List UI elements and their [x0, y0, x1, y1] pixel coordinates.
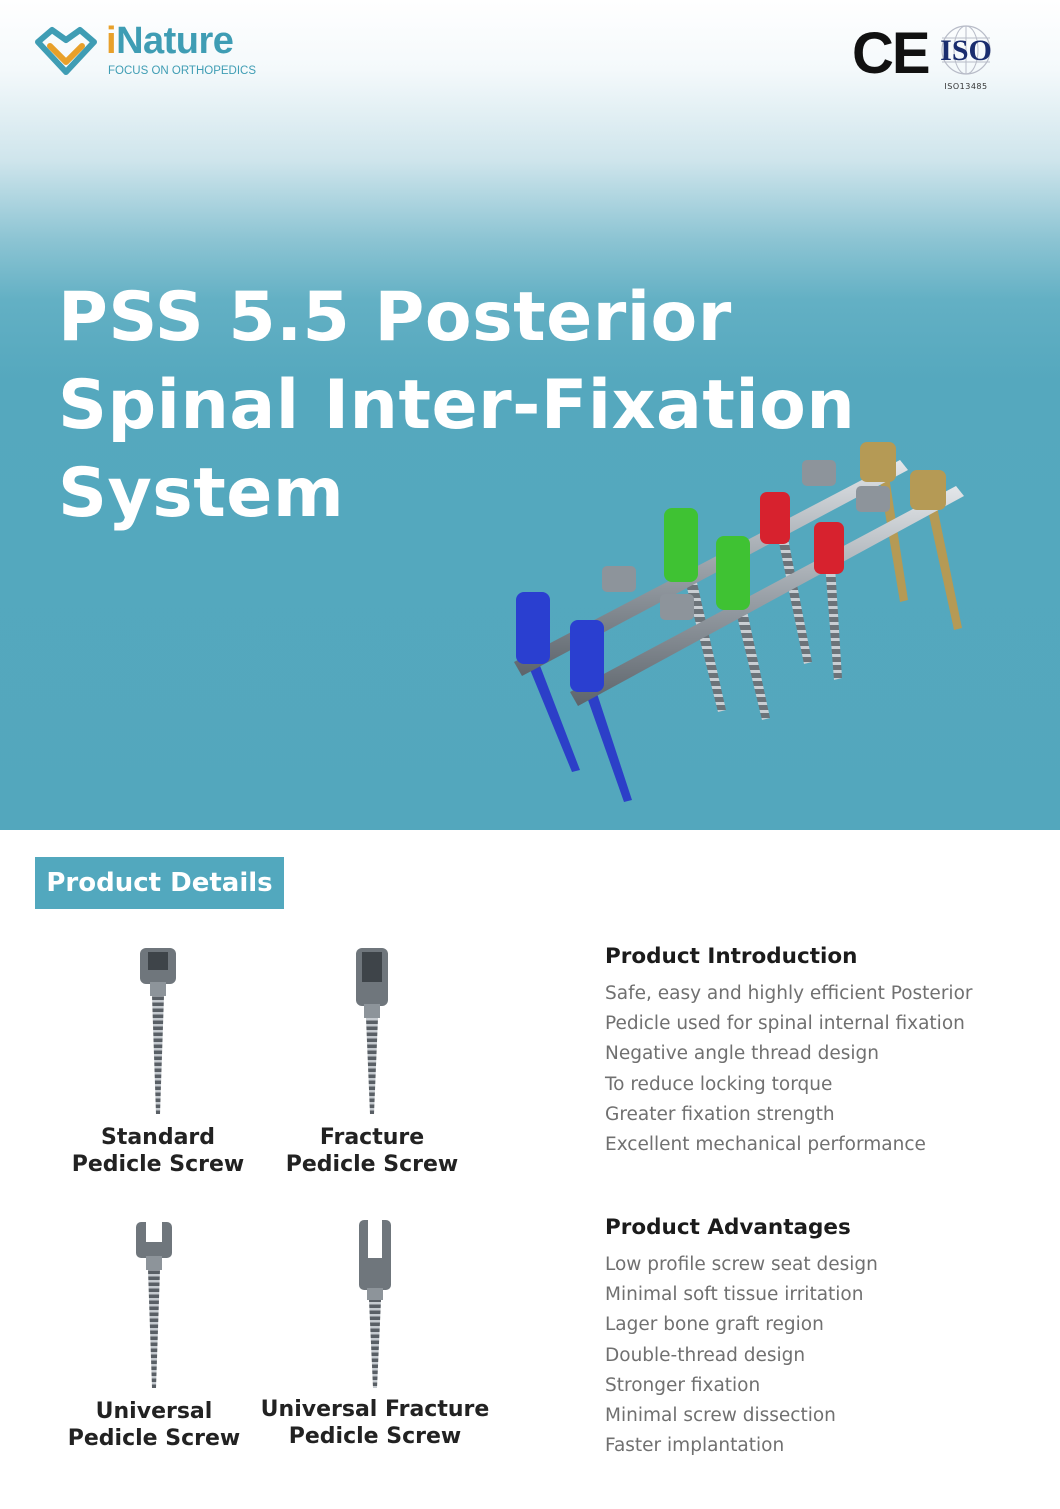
list-item: Minimal soft tissue irritation	[605, 1284, 864, 1306]
green-screw-heads	[664, 508, 750, 610]
product-advantages-heading: Product Advantages	[605, 1215, 851, 1240]
pedicle-screw-image	[140, 948, 176, 1114]
page-title: PSS 5.5 Posterior Spinal Inter-Fixation …	[58, 274, 878, 538]
blue-screw-heads	[516, 592, 604, 692]
list-item: Greater fixation strength	[605, 1103, 835, 1125]
title-line: PSS 5.5 Posterior	[58, 278, 732, 357]
inature-logo-icon	[35, 27, 97, 75]
product-name-line: Universal	[95, 1399, 213, 1424]
product-name-line: Pedicle Screw	[288, 1424, 462, 1449]
list-item: Lager bone graft region	[605, 1314, 824, 1336]
list-item: Minimal screw dissection	[605, 1405, 836, 1427]
list-item: Stronger fixation	[605, 1374, 761, 1396]
product-advantages-list: Low profile screw seat design Minimal so…	[605, 1250, 878, 1461]
list-item: Faster implantation	[605, 1435, 785, 1457]
pedicle-screw-image	[359, 1218, 391, 1388]
iso-mark: ISO	[940, 34, 992, 67]
list-item: Pedicle used for spinal internal fixatio…	[605, 1013, 965, 1035]
product-name-line: Pedicle Screw	[71, 1152, 245, 1177]
product-standard-pedicle-screw[interactable]: Standard Pedicle Screw	[38, 946, 278, 1178]
red-screw-heads	[760, 492, 844, 574]
list-item: Negative angle thread design	[605, 1043, 880, 1065]
iso-standard-number: ISO13485	[944, 82, 988, 91]
brand-name-prefix: i	[106, 20, 117, 62]
list-item: Excellent mechanical performance	[605, 1134, 926, 1156]
product-universal-fracture-pedicle-screw[interactable]: Universal Fracture Pedicle Screw	[255, 1218, 495, 1450]
product-fracture-pedicle-screw[interactable]: Fracture Pedicle Screw	[252, 946, 492, 1178]
brand-name: iNature	[106, 20, 234, 63]
brand-name-rest: Nature	[116, 20, 234, 62]
product-introduction-list: Safe, easy and highly efficient Posterio…	[605, 979, 973, 1160]
product-name: Universal Fracture Pedicle Screw	[255, 1396, 495, 1450]
product-name-line: Pedicle Screw	[285, 1152, 459, 1177]
product-name: Fracture Pedicle Screw	[252, 1124, 492, 1178]
product-name: Universal Pedicle Screw	[34, 1398, 274, 1452]
pedicle-screw-image	[356, 948, 388, 1114]
hero-banner: iNature FOCUS ON ORTHOPEDICS CE ISO ISO1…	[0, 0, 1060, 830]
product-details-label: Product Details	[35, 857, 284, 909]
product-name-line: Fracture	[319, 1125, 425, 1150]
title-line: Spinal Inter-Fixation	[58, 366, 856, 445]
iso-globe-icon	[941, 25, 991, 75]
product-name-line: Pedicle Screw	[67, 1426, 241, 1451]
list-item: Safe, easy and highly efficient Posterio…	[605, 983, 973, 1004]
product-name: Standard Pedicle Screw	[38, 1124, 278, 1178]
connectors	[602, 460, 890, 620]
spinal-system-image	[514, 442, 964, 802]
list-item: To reduce locking torque	[605, 1073, 833, 1095]
list-item: Double-thread design	[605, 1344, 806, 1366]
iso-certification-badge: ISO ISO13485	[930, 18, 1002, 98]
title-line: System	[58, 454, 345, 533]
product-name-line: Universal Fracture	[260, 1397, 490, 1422]
brand-tagline: FOCUS ON ORTHOPEDICS	[108, 65, 257, 77]
pedicle-screw-image	[136, 1220, 172, 1388]
product-name-line: Standard	[100, 1125, 216, 1150]
ce-certification-mark: CE	[852, 21, 931, 86]
product-introduction-heading: Product Introduction	[605, 944, 858, 969]
gold-screw-heads	[860, 442, 946, 510]
list-item: Low profile screw seat design	[605, 1254, 878, 1275]
product-universal-pedicle-screw[interactable]: Universal Pedicle Screw	[34, 1220, 274, 1452]
